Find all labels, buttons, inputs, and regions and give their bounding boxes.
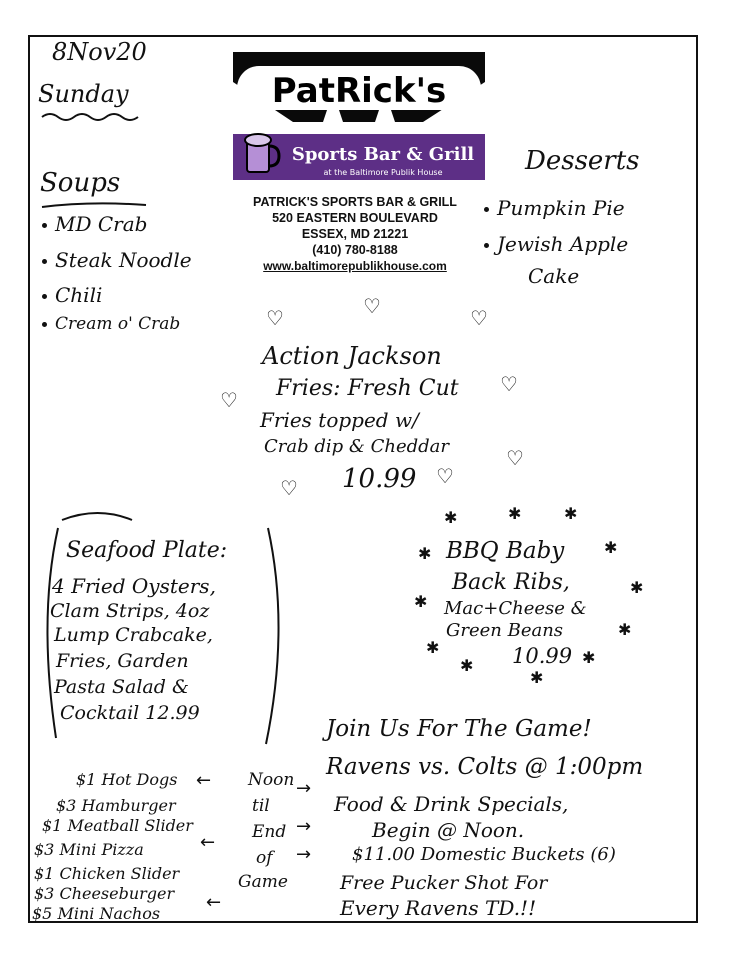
heart-icon: ♡	[470, 306, 488, 330]
seafood-line: Pasta Salad &	[54, 676, 189, 698]
special-item: $1 Hot Dogs	[76, 770, 178, 789]
star-icon: ✱	[530, 668, 544, 687]
game-line: $11.00 Domestic Buckets (6)	[352, 844, 616, 865]
seafood-bracket	[28, 508, 298, 762]
soup-item: Steak Noodle	[42, 250, 192, 270]
time-label: Noon	[248, 770, 295, 790]
time-label: End	[252, 822, 287, 842]
arrow-left-icon: ←	[200, 832, 216, 853]
star-icon: ✱	[618, 620, 632, 639]
special-item: $3 Cheeseburger	[34, 884, 175, 903]
contact-block: PATRICK'S SPORTS BAR & GRILL 520 EASTERN…	[205, 194, 505, 274]
phone-number: (410) 780-8188	[312, 243, 398, 257]
beer-mug-icon	[244, 133, 281, 173]
special-item: $3 Mini Pizza	[34, 840, 144, 859]
star-icon: ✱	[414, 592, 428, 611]
star-icon: ✱	[582, 648, 596, 667]
arrow-right-icon: →	[296, 778, 312, 799]
arrow-left-icon: ←	[206, 892, 222, 913]
bbq-line: Green Beans	[446, 620, 564, 641]
seafood-line: Seafood Plate:	[66, 538, 228, 563]
dessert-item: Jewish Apple	[484, 234, 628, 254]
seafood-line: 4 Fried Oysters,	[52, 574, 216, 598]
time-label: of	[256, 848, 273, 868]
squiggle-underline	[40, 108, 150, 127]
business-name: PATRICK'S SPORTS BAR & GRILL	[253, 195, 457, 209]
seafood-line: Clam Strips, 4oz	[50, 600, 210, 622]
dessert-item: Cake	[528, 264, 580, 288]
soup-item: Chili	[42, 285, 102, 305]
heart-icon: ♡	[363, 294, 381, 318]
dessert-item: Pumpkin Pie	[484, 198, 625, 218]
heart-icon: ♡	[500, 372, 518, 396]
city-state: ESSEX, MD 21221	[301, 227, 409, 241]
star-icon: ✱	[564, 504, 578, 523]
page-border	[28, 35, 698, 923]
arrow-left-icon: ←	[196, 770, 212, 791]
special-item: $3 Hamburger	[56, 796, 176, 815]
special-item: $1 Chicken Slider	[34, 864, 180, 883]
soups-underline	[40, 196, 150, 215]
star-icon: ✱	[508, 504, 522, 523]
soups-title: Soups	[40, 168, 121, 198]
soup-item: MD Crab	[42, 214, 147, 234]
heart-icon: ♡	[436, 464, 454, 488]
special-item: $5 Mini Nachos	[32, 904, 161, 923]
action-jackson-line: Fries: Fresh Cut	[276, 376, 459, 401]
star-icon: ✱	[630, 578, 644, 597]
street-address: 520 EASTERN BOULEVARD	[272, 211, 438, 225]
bbq-price: 10.99	[512, 644, 573, 668]
game-line: Food & Drink Specials,	[334, 792, 569, 816]
heart-icon: ♡	[266, 306, 284, 330]
bbq-line: Back Ribs,	[452, 570, 570, 595]
time-label: Game	[238, 872, 288, 892]
action-jackson-price: 10.99	[342, 464, 417, 494]
heart-icon: ♡	[220, 388, 238, 412]
star-icon: ✱	[426, 638, 440, 657]
star-icon: ✱	[444, 508, 458, 527]
star-icon: ✱	[604, 538, 618, 557]
seafood-line: Lump Crabcake,	[54, 624, 213, 646]
game-line: Join Us For The Game!	[326, 716, 592, 742]
logo-subtitle: Sports Bar & Grill	[292, 144, 474, 165]
star-icon: ✱	[418, 544, 432, 563]
bbq-line: Mac+Cheese &	[444, 598, 587, 619]
bbq-line: BBQ Baby	[446, 538, 565, 564]
action-jackson-line: Crab dip & Cheddar	[264, 436, 450, 457]
date-line: 8Nov20	[52, 38, 147, 66]
time-label: til	[252, 796, 270, 816]
star-icon: ✱	[460, 656, 474, 675]
soup-item: Cream o' Crab	[42, 316, 180, 333]
game-line: Begin @ Noon.	[372, 818, 525, 842]
logo-brand: PatRick's	[272, 71, 446, 111]
arrow-right-icon: →	[296, 844, 312, 865]
desserts-title: Desserts	[525, 146, 640, 176]
website-link[interactable]: www.baltimorepublikhouse.com	[263, 259, 447, 273]
day-line: Sunday	[38, 80, 129, 108]
seafood-line: Fries, Garden	[56, 650, 189, 672]
action-jackson-line: Action Jackson	[262, 342, 442, 370]
action-jackson-line: Fries topped w/	[260, 408, 419, 432]
game-line: Every Ravens TD.!!	[340, 896, 537, 920]
heart-icon: ♡	[506, 446, 524, 470]
logo-tagline: at the Baltimore Publik House	[323, 168, 442, 177]
heart-icon: ♡	[280, 476, 298, 500]
arrow-right-icon: →	[296, 816, 312, 837]
patricks-logo: PatRick's Sports Bar & Grill at the Balt…	[233, 52, 485, 182]
seafood-price-line: Cocktail 12.99	[60, 702, 200, 724]
game-line: Ravens vs. Colts @ 1:00pm	[326, 754, 644, 780]
game-line: Free Pucker Shot For	[340, 872, 548, 894]
special-item: $1 Meatball Slider	[42, 816, 193, 835]
